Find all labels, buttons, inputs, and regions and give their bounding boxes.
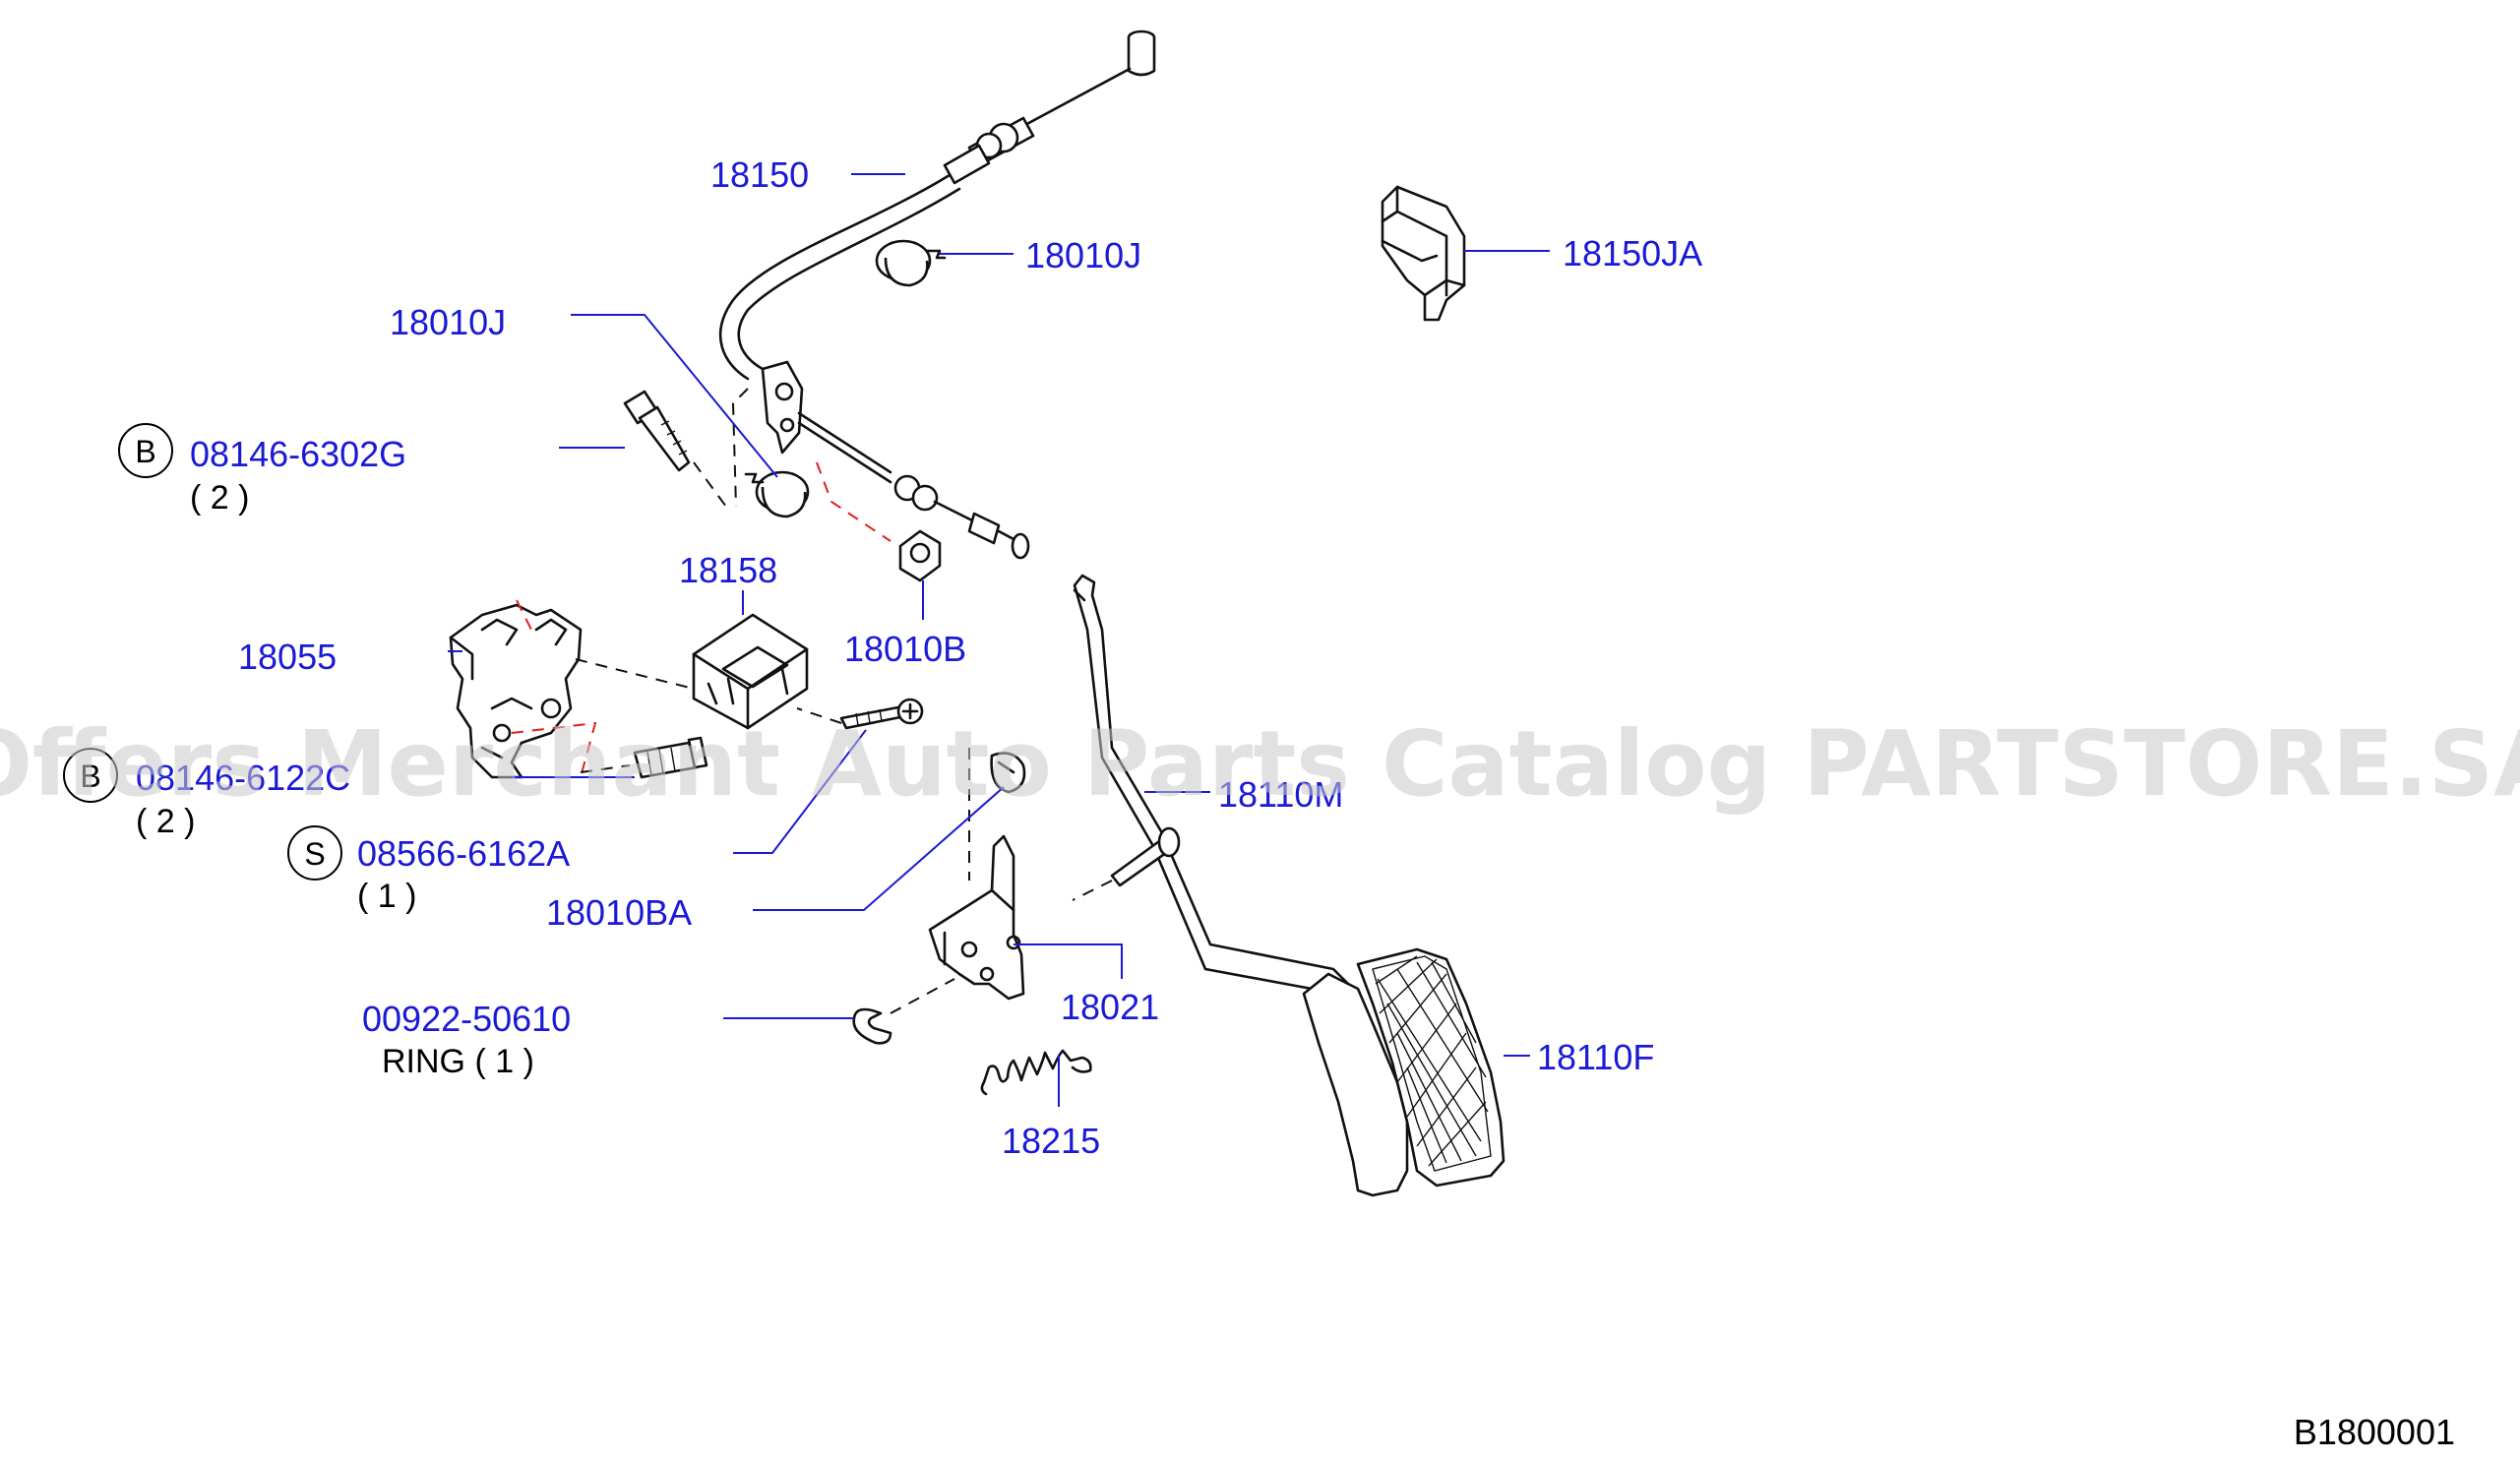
bolt-6122c-drawing [580,736,708,779]
clip-18010ba-drawing [968,748,1026,881]
grommet-top-drawing [875,239,947,287]
part-label-08146-6122c[interactable]: 08146-6122C [136,758,350,798]
part-label-18110f[interactable]: 18110F [1537,1037,1654,1077]
clip-18150ja-drawing [1381,185,1466,322]
part-label-18215[interactable]: 18215 [1002,1121,1100,1161]
badge-s-6162a: S [287,825,342,881]
part-label-18010j-left[interactable]: 18010J [390,302,506,342]
qty-label-00922-50610: RING ( 1 ) [382,1043,534,1080]
part-label-18110m[interactable]: 18110M [1218,774,1343,815]
bolt-6302g-drawing [623,390,727,508]
badge-letter: S [304,836,325,872]
part-label-18010ba[interactable]: 18010BA [546,892,692,933]
spring-bracket-drawing [928,834,1025,1001]
part-label-18055[interactable]: 18055 [238,637,337,677]
badge-b-6122c: B [63,748,118,803]
part-label-18010j-top[interactable]: 18010J [1025,235,1141,275]
part-label-00922-50610[interactable]: 00922-50610 [362,999,571,1039]
part-label-18010b[interactable]: 18010B [844,629,966,669]
e-ring-drawing [852,978,955,1045]
badge-letter: B [80,759,100,794]
return-spring-drawing [980,1049,1092,1096]
part-label-18021[interactable]: 18021 [1061,987,1159,1027]
part-label-08146-6302g[interactable]: 08146-6302G [190,434,406,474]
watermark-text: Offers Merchant Auto Parts Catalog PARTS… [0,711,2520,817]
grommet-left-drawing [744,470,810,518]
stopper-18158-drawing [692,613,809,730]
qty-label-08146-6122c: ( 2 ) [136,803,195,840]
badge-letter: B [135,434,155,469]
diagram-id: B1800001 [2294,1412,2455,1452]
pedal-lever-drawing [1072,574,1350,996]
pedal-pad-drawing [1302,947,1506,1197]
accelerator-cable-drawing [718,30,1156,560]
part-label-18158[interactable]: 18158 [679,550,777,590]
part-label-08566-6162a[interactable]: 08566-6162A [357,833,570,874]
nut-18010b-drawing [898,529,942,582]
badge-b-6302g: B [118,423,173,478]
qty-label-08566-6162a: ( 1 ) [357,878,416,915]
qty-label-08146-6302g: ( 2 ) [190,479,249,517]
leader-lines [448,173,1550,1107]
bracket-18055-drawing [449,599,695,779]
part-label-18150ja[interactable]: 18150JA [1563,233,1702,274]
screw-6162a-drawing [796,698,924,730]
part-label-18150[interactable]: 18150 [710,154,809,195]
